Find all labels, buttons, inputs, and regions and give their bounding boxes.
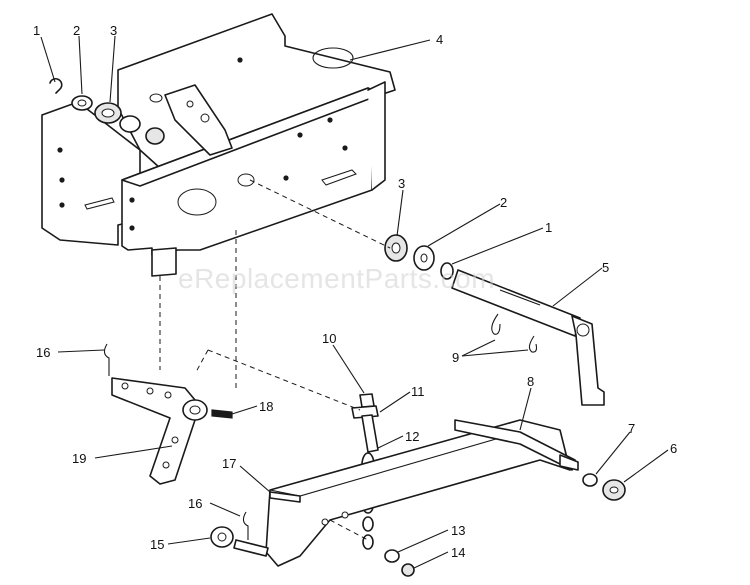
callout-2-lower: 2: [500, 195, 507, 210]
callout-14: 14: [451, 545, 465, 560]
callout-8: 8: [527, 374, 534, 389]
lower-chain-hardware: [384, 549, 415, 577]
callout-1-lower: 1: [545, 220, 552, 235]
callout-3-lower: 3: [398, 176, 405, 191]
frame-assembly: [41, 13, 396, 277]
callout-2-upper: 2: [73, 23, 80, 38]
callout-6: 6: [670, 441, 677, 456]
callout-15: 15: [150, 537, 164, 552]
callout-9: 9: [452, 350, 459, 365]
left-lift-linkage: [103, 343, 233, 485]
alignment-lines: [159, 179, 391, 541]
callout-5: 5: [602, 260, 609, 275]
callout-16-lower: 16: [188, 496, 202, 511]
callout-1-upper: 1: [33, 23, 40, 38]
snap-ring: [312, 47, 354, 69]
leader-lines: [40, 35, 669, 569]
lift-shaft-arm: [451, 269, 605, 406]
callout-16-upper: 16: [36, 345, 50, 360]
callout-19: 19: [72, 451, 86, 466]
callout-7: 7: [628, 421, 635, 436]
callout-4: 4: [436, 32, 443, 47]
callout-11: 11: [411, 384, 425, 399]
callout-10: 10: [322, 331, 336, 346]
callout-17: 17: [222, 456, 236, 471]
callout-labels: 1 2 3 4 3 2 1 5 9 10 11 16 18 19 8 12 7 …: [33, 23, 677, 560]
left-pivot-hardware: [49, 77, 165, 145]
lower-left-hardware: [210, 511, 269, 557]
watermark: eReplacementParts.com: [178, 263, 495, 294]
front-lift-bar: [265, 419, 626, 567]
callout-13: 13: [451, 523, 465, 538]
callout-18: 18: [259, 399, 273, 414]
callout-12: 12: [405, 429, 419, 444]
cotter-pins: [491, 313, 538, 353]
right-pivot-hardware: [384, 234, 454, 280]
callout-3-upper: 3: [110, 23, 117, 38]
